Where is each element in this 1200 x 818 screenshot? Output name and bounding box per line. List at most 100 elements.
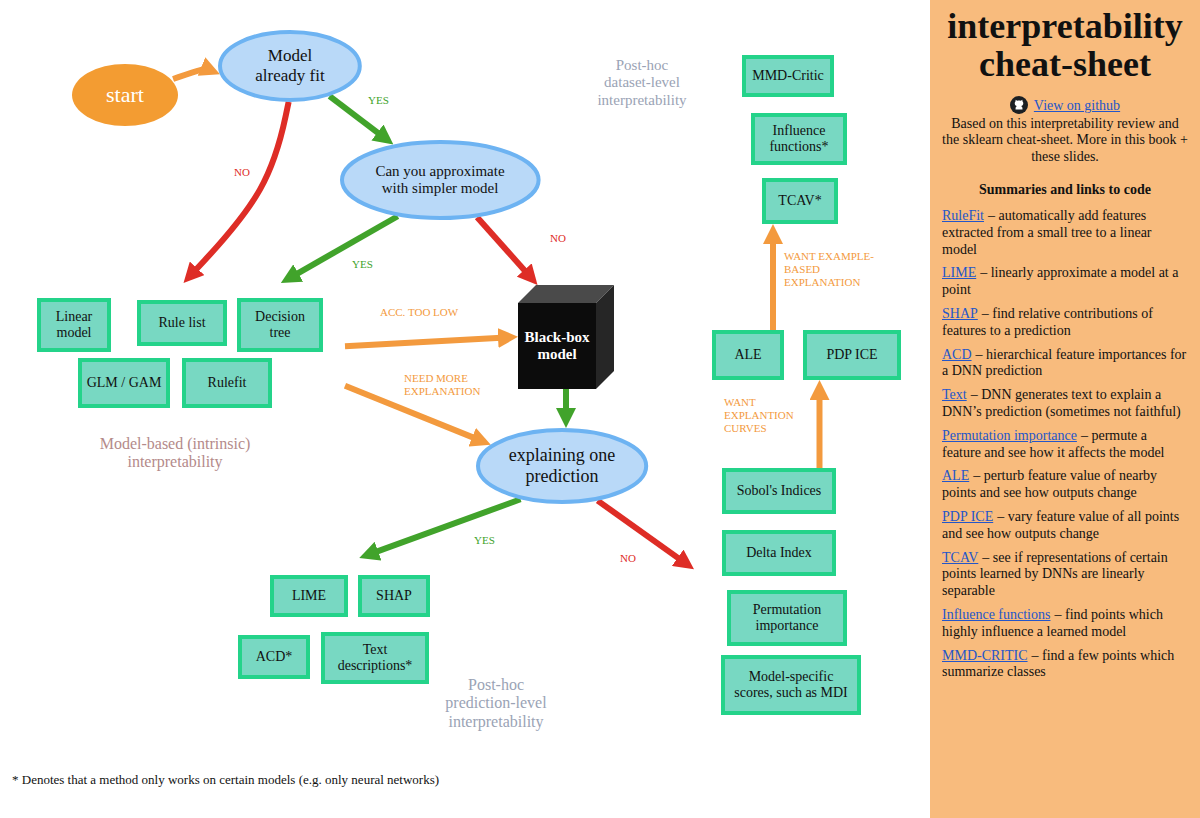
ellipse-shape [72,64,178,126]
method-link: RuleFit [942,208,984,223]
ellipse-shape [342,142,539,218]
edge-label: NO [620,552,636,565]
region-shape [695,26,914,736]
method-box: Influence functions* [751,113,847,165]
method-box: TCAV* [762,178,838,224]
footnote: * Denotes that a method only works on ce… [12,772,439,788]
model-based-region: Model-based (intrinsic) interpretability… [5,283,345,503]
summary-entry: Permutation importance– permute a featur… [942,428,1188,462]
github-row: View on github [942,96,1188,114]
node-label: Black-box model [521,329,593,364]
node-label: Decision tree [245,309,315,341]
summary-entry: TCAV– see if representations of certain … [942,550,1188,600]
method-box: SHAP [358,575,430,617]
node-label: Model already fit [245,46,335,85]
region-heading: Post-hoc prediction-level interpretabili… [437,676,555,731]
method-box: Text descriptions* [321,632,429,684]
decision-ellipse: Model already fit [218,30,362,102]
flow-arrow [817,392,823,468]
summary-entry: SHAP– find relative contributions of fea… [942,306,1188,340]
method-box: Model-specific scores, such as MDI [721,655,861,715]
edge-label: ACC. TOO LOW [380,306,458,319]
node-label: TCAV* [778,193,821,209]
method-box: GLM / GAM [78,358,170,408]
black-box-cube: Black-box model [518,285,614,389]
method-box: LIME [270,575,348,617]
method-summary: – DNN generates text to explain a DNN’s … [942,387,1181,419]
node-label: SHAP [376,588,412,604]
node-label: ACD* [256,649,293,665]
cheat-sheet-panel: interpretability cheat-sheet View on git… [930,0,1200,818]
method-link: Text [942,387,967,402]
flow-arrow [563,389,569,416]
flow-arrow [345,337,506,346]
flow-arrow [477,217,529,276]
edge-label: WANT EXPLANTION CURVES [724,396,804,436]
method-link: LIME [942,265,976,280]
start-terminal: start [70,62,180,128]
summary-entry: MMD-CRITIC– find a few points which summ… [942,648,1188,682]
node-label: start [106,82,144,107]
node-label: Permutation importance [735,602,839,634]
subheading: Summaries and links to code [979,182,1151,197]
panel-subheading: Summaries and links to code [942,182,1188,198]
node-label: Delta Index [746,545,812,561]
region-heading: Model-based (intrinsic) interpretability [60,435,290,472]
method-box: Decision tree [237,298,323,352]
method-box: ACD* [238,635,310,679]
dataset-level-region: Post-hoc dataset-level interpretabilityM… [592,25,915,740]
edge-label: YES [474,534,495,547]
summary-entry: RuleFit– automatically add features extr… [942,208,1188,258]
method-link: TCAV [942,550,978,565]
node-label: explaining one prediction [507,445,617,486]
decision-ellipse: Can you approximate with simpler model [340,140,541,220]
decision-ellipse: explaining one prediction [476,428,648,504]
node-label: Rulefit [208,375,247,391]
method-box: MMD-Critic [742,55,834,97]
edge-label: NO [234,166,250,179]
panel-intro: Based on this interpretability review an… [942,116,1188,166]
node-label: ALE [734,347,761,363]
edge-label: YES [352,258,373,271]
title: interpretability cheat-sheet [942,8,1188,84]
flow-arrow [291,216,397,277]
summary-entry: ALE– perturb feature value of nearby poi… [942,468,1188,502]
edge-label: NO [550,232,566,245]
summary-entry: Text– DNN generates text to explain a DN… [942,387,1188,421]
summary-list: RuleFit– automatically add features extr… [942,208,1188,681]
method-box: ALE [712,330,784,380]
flow-arrow [598,501,685,563]
footnote-text: * Denotes that a method only works on ce… [12,772,439,787]
method-link: MMD-CRITIC [942,648,1028,663]
method-summary: – perturb feature value of nearby points… [942,468,1157,500]
summary-entry: Influence functions– find points which h… [942,607,1188,641]
method-link: SHAP [942,306,978,321]
flow-arrow [192,102,289,274]
flow-arrow [173,69,209,79]
panel-title: interpretability cheat-sheet [942,8,1188,84]
cube-side [596,285,614,389]
method-box: Delta Index [722,530,836,576]
method-box: Rule list [137,300,227,346]
method-box: Permutation importance [727,590,847,646]
edge-label: NEED MORE EXPLANATION [404,372,504,398]
summary-entry: PDP ICE– vary feature value of all point… [942,509,1188,543]
region-heading: Post-hoc dataset-level interpretability [592,57,692,109]
ellipse-shape [220,32,360,100]
flow-arrow [371,499,521,554]
node-label: Rule list [158,315,205,331]
method-box: Sobol's Indices [722,468,836,514]
method-box: Linear model [37,298,111,352]
method-link: ALE [942,468,969,483]
method-link: Influence functions [942,607,1050,622]
node-label: Linear model [45,309,103,341]
method-link: ACD [942,347,972,362]
method-summary: – linearly approximate a model at a poin… [942,265,1178,297]
method-link: Permutation importance [942,428,1077,443]
github-link: View on github [1034,98,1120,113]
github-icon [1010,96,1028,114]
prediction-level-region: Post-hoc prediction-level interpretabili… [215,558,555,748]
flow-arrow [770,236,776,330]
node-label: Model-specific scores, such as MDI [729,669,853,701]
node-label: Influence functions* [759,123,839,155]
